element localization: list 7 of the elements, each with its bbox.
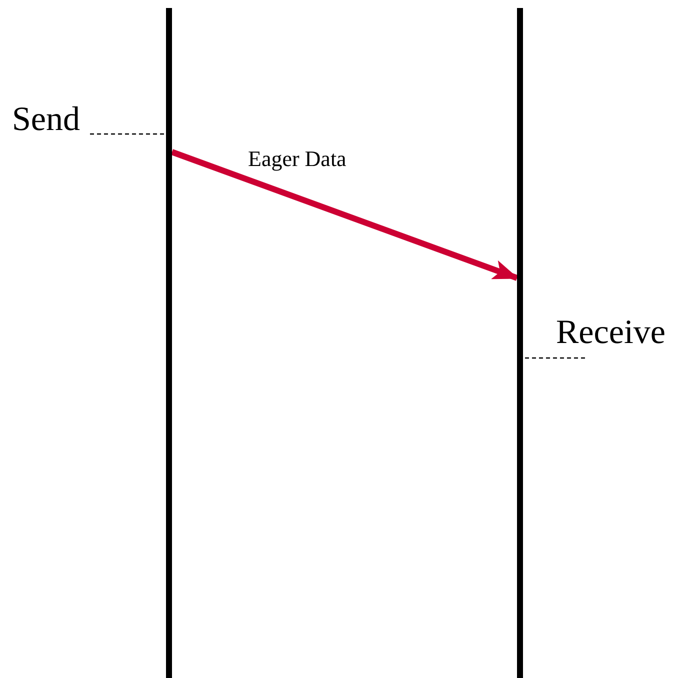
timeline-bar xyxy=(166,8,172,678)
event-label: Receive xyxy=(556,316,692,358)
leader-line xyxy=(523,357,585,359)
leader-line xyxy=(90,133,166,135)
arrow xyxy=(170,149,519,281)
timeline-bar xyxy=(517,8,523,678)
event-label: Send xyxy=(12,103,94,134)
